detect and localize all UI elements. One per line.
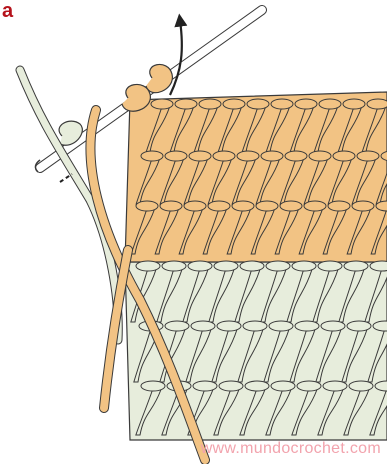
- green-stitch-chain: [370, 261, 387, 271]
- green-stitch-chain: [240, 261, 264, 271]
- orange-stitch-chain: [199, 99, 221, 109]
- green-stitch-chain: [136, 261, 160, 271]
- orange-stitch-chain: [333, 151, 355, 161]
- orange-stitch-chain: [189, 151, 211, 161]
- orange-stitch-chain: [319, 99, 341, 109]
- orange-stitch-chain: [175, 99, 197, 109]
- orange-stitch-chain: [247, 99, 269, 109]
- direction-arrow-icon: [170, 20, 182, 95]
- green-stitch-chain: [292, 261, 316, 271]
- orange-stitch-chain: [184, 201, 206, 211]
- green-stitch-chain: [245, 381, 269, 391]
- green-stitch-chain: [297, 381, 321, 391]
- orange-stitch-chain: [256, 201, 278, 211]
- green-stitch-chain: [188, 261, 212, 271]
- orange-stitch-chain: [304, 201, 326, 211]
- green-stitch-chain: [219, 381, 243, 391]
- orange-stitch-chain: [352, 201, 374, 211]
- orange-stitch-chain: [165, 151, 187, 161]
- green-stitch-chain: [162, 261, 186, 271]
- orange-stitch-chain: [223, 99, 245, 109]
- orange-stitch-chain: [309, 151, 331, 161]
- orange-stitch-chain: [237, 151, 259, 161]
- orange-stitch-chain: [151, 99, 173, 109]
- orange-stitch-chain: [136, 201, 158, 211]
- orange-stitch-chain: [232, 201, 254, 211]
- orange-stitch-chain: [141, 151, 163, 161]
- green-stitch-chain: [347, 321, 371, 331]
- orange-stitch-chain: [160, 201, 182, 211]
- green-stitch-chain: [318, 261, 342, 271]
- orange-stitch-chain: [208, 201, 230, 211]
- green-stitch-chain: [141, 381, 165, 391]
- green-stitch-chain: [243, 321, 267, 331]
- green-stitch-chain: [349, 381, 373, 391]
- green-stitch-chain: [165, 321, 189, 331]
- orange-stitch-chain: [280, 201, 302, 211]
- orange-stitch-chain: [295, 99, 317, 109]
- green-stitch-chain: [217, 321, 241, 331]
- green-stitch-chain: [271, 381, 295, 391]
- green-stitch-chain: [214, 261, 238, 271]
- orange-stitch-chain: [367, 99, 387, 109]
- green-stitch-chain: [266, 261, 290, 271]
- green-stitch-chain: [193, 381, 217, 391]
- green-stitch-chain: [321, 321, 345, 331]
- orange-stitch-chain: [261, 151, 283, 161]
- green-stitch-chain: [323, 381, 347, 391]
- orange-stitch-chain: [285, 151, 307, 161]
- orange-stitch-chain: [213, 151, 235, 161]
- orange-stitch-chain: [357, 151, 379, 161]
- green-stitch-chain: [295, 321, 319, 331]
- green-stitch-chain: [269, 321, 293, 331]
- orange-stitch-chain: [328, 201, 350, 211]
- orange-stitch-chain: [343, 99, 365, 109]
- orange-stitch-chain: [271, 99, 293, 109]
- green-stitch-chain: [191, 321, 215, 331]
- green-stitch-chain: [344, 261, 368, 271]
- watermark: www.mundocrochet.com: [201, 440, 381, 458]
